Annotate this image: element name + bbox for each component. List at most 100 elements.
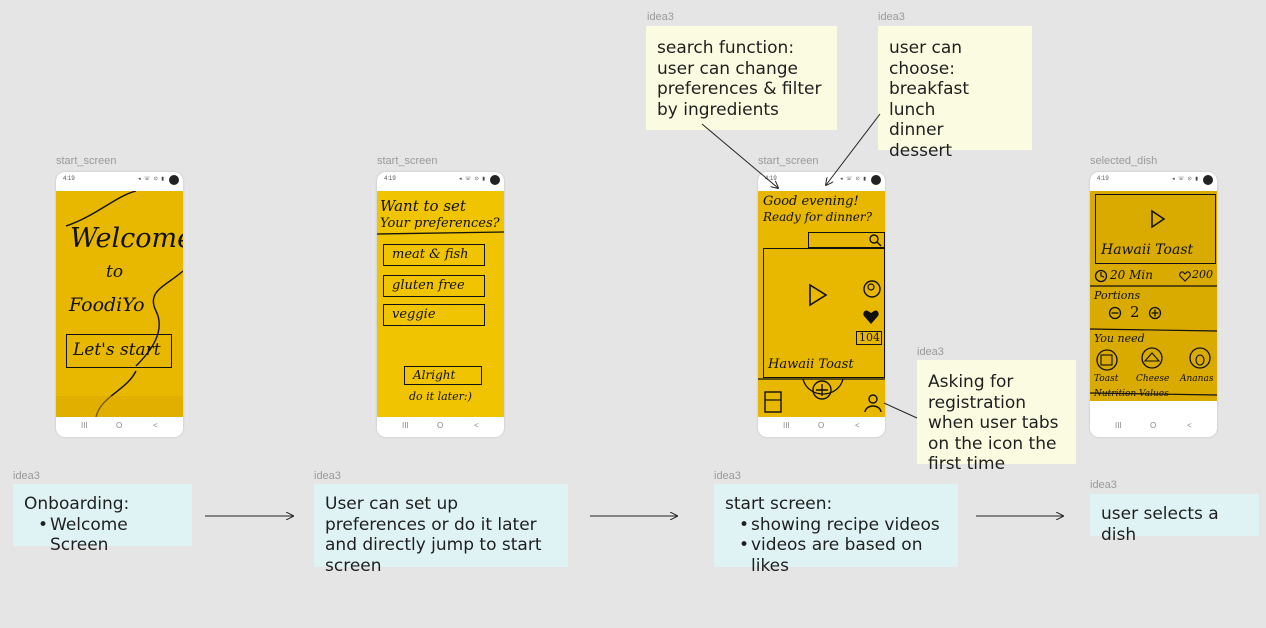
status-bar: 4:19 ◂ ☏ ⊙ ▮ (377, 172, 504, 191)
recent-apps-icon[interactable]: III (1115, 421, 1122, 430)
home-icon[interactable]: O (116, 421, 123, 430)
prefs-heading-1: Want to set (380, 197, 466, 215)
back-icon[interactable]: < (153, 421, 158, 430)
ingredient-label: Toast (1094, 374, 1119, 384)
nav-bar: III O < (1090, 417, 1217, 437)
fridge-icon[interactable] (763, 390, 785, 414)
option-label: veggie (392, 307, 436, 322)
home-icon[interactable]: O (818, 421, 825, 430)
back-icon[interactable]: < (855, 421, 860, 430)
annotation-arrow-meals (826, 113, 881, 185)
registration-note[interactable]: Asking for registration when user tabs o… (917, 360, 1076, 474)
sketch-welcome: Welcome to FoodiYo Let's start (56, 191, 183, 417)
frame-label-dish: selected_dish (1090, 155, 1158, 167)
sticky-author: idea3 (13, 470, 40, 482)
add-icon[interactable] (810, 378, 834, 402)
back-icon[interactable]: < (474, 421, 479, 430)
alright-button[interactable]: Alright (404, 366, 482, 385)
onboarding-note[interactable]: Onboarding: Welcome Screen (13, 484, 192, 555)
heart-icon[interactable] (862, 309, 880, 325)
sketch-selected-dish: Hawaii Toast 20 Min 200 Portions 2 You n… (1090, 191, 1217, 417)
sticky-author: idea3 (1090, 479, 1117, 491)
search-bar[interactable] (808, 232, 885, 248)
phone-preferences[interactable]: 4:19 ◂ ☏ ⊙ ▮ Want to set Your preference… (377, 172, 504, 437)
nav-bar: III O < (377, 417, 504, 437)
phone-onboarding[interactable]: 4:19 ◂ ☏ ⊙ ▮ Welcome to FoodiYo Let's st… (56, 172, 183, 437)
bottom-tab-bar (758, 378, 885, 395)
likes-count-box: 104 (856, 331, 882, 345)
search-icon (869, 234, 882, 247)
status-time: 4:19 (384, 176, 396, 182)
play-icon[interactable] (808, 283, 828, 307)
start-screen-item: showing recipe videos (739, 515, 947, 536)
dish-note[interactable]: user selects a dish (1090, 494, 1259, 545)
home-icon[interactable]: O (437, 421, 444, 430)
pineapple-icon (1189, 347, 1211, 369)
camera-icon (1203, 175, 1213, 185)
recent-apps-icon[interactable]: III (402, 421, 409, 430)
plus-icon[interactable] (1148, 306, 1162, 320)
alright-label: Alright (413, 368, 456, 382)
app-name: FoodiYo (69, 294, 145, 316)
play-icon[interactable] (1150, 209, 1166, 229)
onboarding-title: Onboarding: (24, 494, 130, 514)
option-label: meat & fish (392, 247, 469, 262)
dish-video[interactable]: Hawaii Toast (1095, 194, 1216, 264)
ingredient-label: Ananas (1180, 374, 1214, 384)
phone-selected-dish[interactable]: 4:19 ◂ ☏ ⊙ ▮ Hawaii Toast 20 Min 200 Por… (1090, 172, 1217, 437)
preferences-note[interactable]: User can set up preferences or do it lat… (314, 484, 568, 576)
meal-choice-note[interactable]: user can choose: breakfast lunch dinner … (878, 26, 1032, 161)
annotation-arrow-search (701, 123, 778, 188)
option-veggie[interactable]: veggie (383, 304, 485, 326)
profile-follow-icon[interactable] (862, 279, 882, 299)
meal-option: lunch (889, 99, 936, 120)
sticky-author: idea3 (647, 11, 674, 23)
status-icons: ◂ ☏ ⊙ ▮ (840, 176, 867, 182)
sticky-author: idea3 (917, 346, 944, 358)
recent-apps-icon[interactable]: III (783, 421, 790, 430)
recent-apps-icon[interactable]: III (81, 421, 88, 430)
prefs-heading-2: Your preferences? (380, 216, 500, 231)
status-icons: ◂ ☏ ⊙ ▮ (459, 176, 486, 182)
status-bar: 4:19 ◂ ☏ ⊙ ▮ (56, 172, 183, 191)
meal-option: dinner (889, 120, 944, 140)
onboarding-item: Welcome Screen (38, 515, 181, 556)
frame-label-onboarding: start_screen (56, 155, 117, 167)
clock-icon (1094, 269, 1108, 283)
dish-title: Hawaii Toast (768, 357, 854, 372)
minus-icon[interactable] (1108, 306, 1122, 320)
meal-option: breakfast (889, 79, 970, 99)
status-time: 4:19 (63, 176, 75, 182)
lets-start-button[interactable]: Let's start (66, 334, 172, 368)
welcome-text: Welcome (70, 223, 183, 254)
likes-count: 200 (1192, 268, 1213, 281)
meal-option: dessert (889, 140, 953, 161)
sketch-dividers (1090, 285, 1217, 417)
frame-label-preferences: start_screen (377, 155, 438, 167)
meal-choice-title: user can choose: (889, 38, 963, 79)
status-time: 4:19 (1097, 176, 1109, 182)
search-function-note[interactable]: search function: user can change prefere… (646, 26, 837, 130)
option-gluten-free[interactable]: gluten free (383, 275, 485, 297)
likes-count: 104 (859, 331, 880, 344)
option-meat-fish[interactable]: meat & fish (383, 244, 485, 266)
greeting-text: Good evening! (763, 194, 859, 209)
nutrition-label: Nutrition Values (1094, 389, 1169, 399)
back-icon[interactable]: < (1187, 421, 1192, 430)
camera-icon (871, 175, 881, 185)
to-text: to (106, 262, 124, 282)
start-screen-note[interactable]: start screen: showing recipe videos vide… (714, 484, 958, 576)
heart-icon[interactable] (1179, 271, 1191, 282)
status-bar: 4:19 ◂ ☏ ⊙ ▮ (1090, 172, 1217, 191)
toast-icon (1096, 349, 1118, 371)
phone-start-screen[interactable]: 4:19 ◂ ☏ ⊙ ▮ Good evening! Ready for din… (758, 172, 885, 437)
annotation-line-registration (883, 402, 918, 419)
do-it-later-link[interactable]: do it later:) (409, 390, 472, 403)
camera-icon (169, 175, 179, 185)
frame-label-start: start_screen (758, 155, 819, 167)
user-account-icon[interactable] (862, 392, 884, 414)
you-need-label: You need (1094, 332, 1145, 345)
home-icon[interactable]: O (1150, 421, 1157, 430)
recipe-video-card[interactable]: 104 Hawaii Toast (763, 248, 885, 378)
